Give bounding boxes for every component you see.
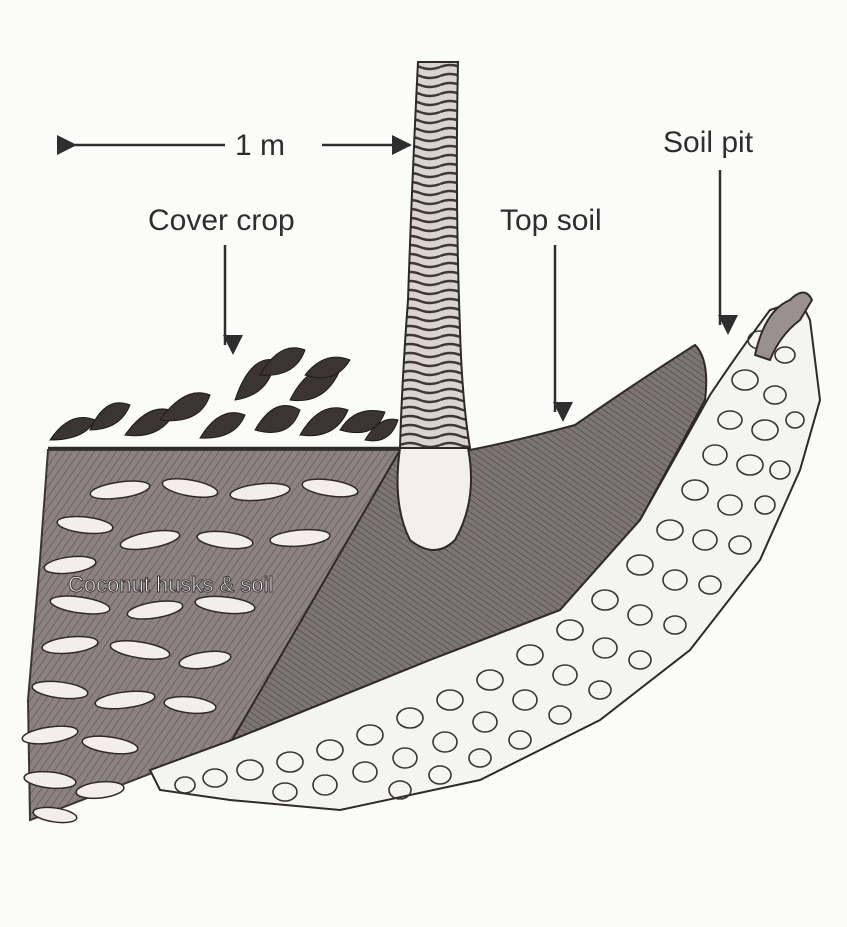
cover-crop-plants bbox=[50, 348, 398, 441]
palm-trunk bbox=[400, 62, 470, 448]
width-label: 1 m bbox=[235, 129, 285, 162]
coconut-husks-label: Coconut husks & soil bbox=[68, 572, 273, 597]
top-soil-label: Top soil bbox=[500, 204, 602, 237]
soil-pit-label: Soil pit bbox=[663, 126, 754, 159]
cover-crop-label: Cover crop bbox=[148, 204, 295, 237]
